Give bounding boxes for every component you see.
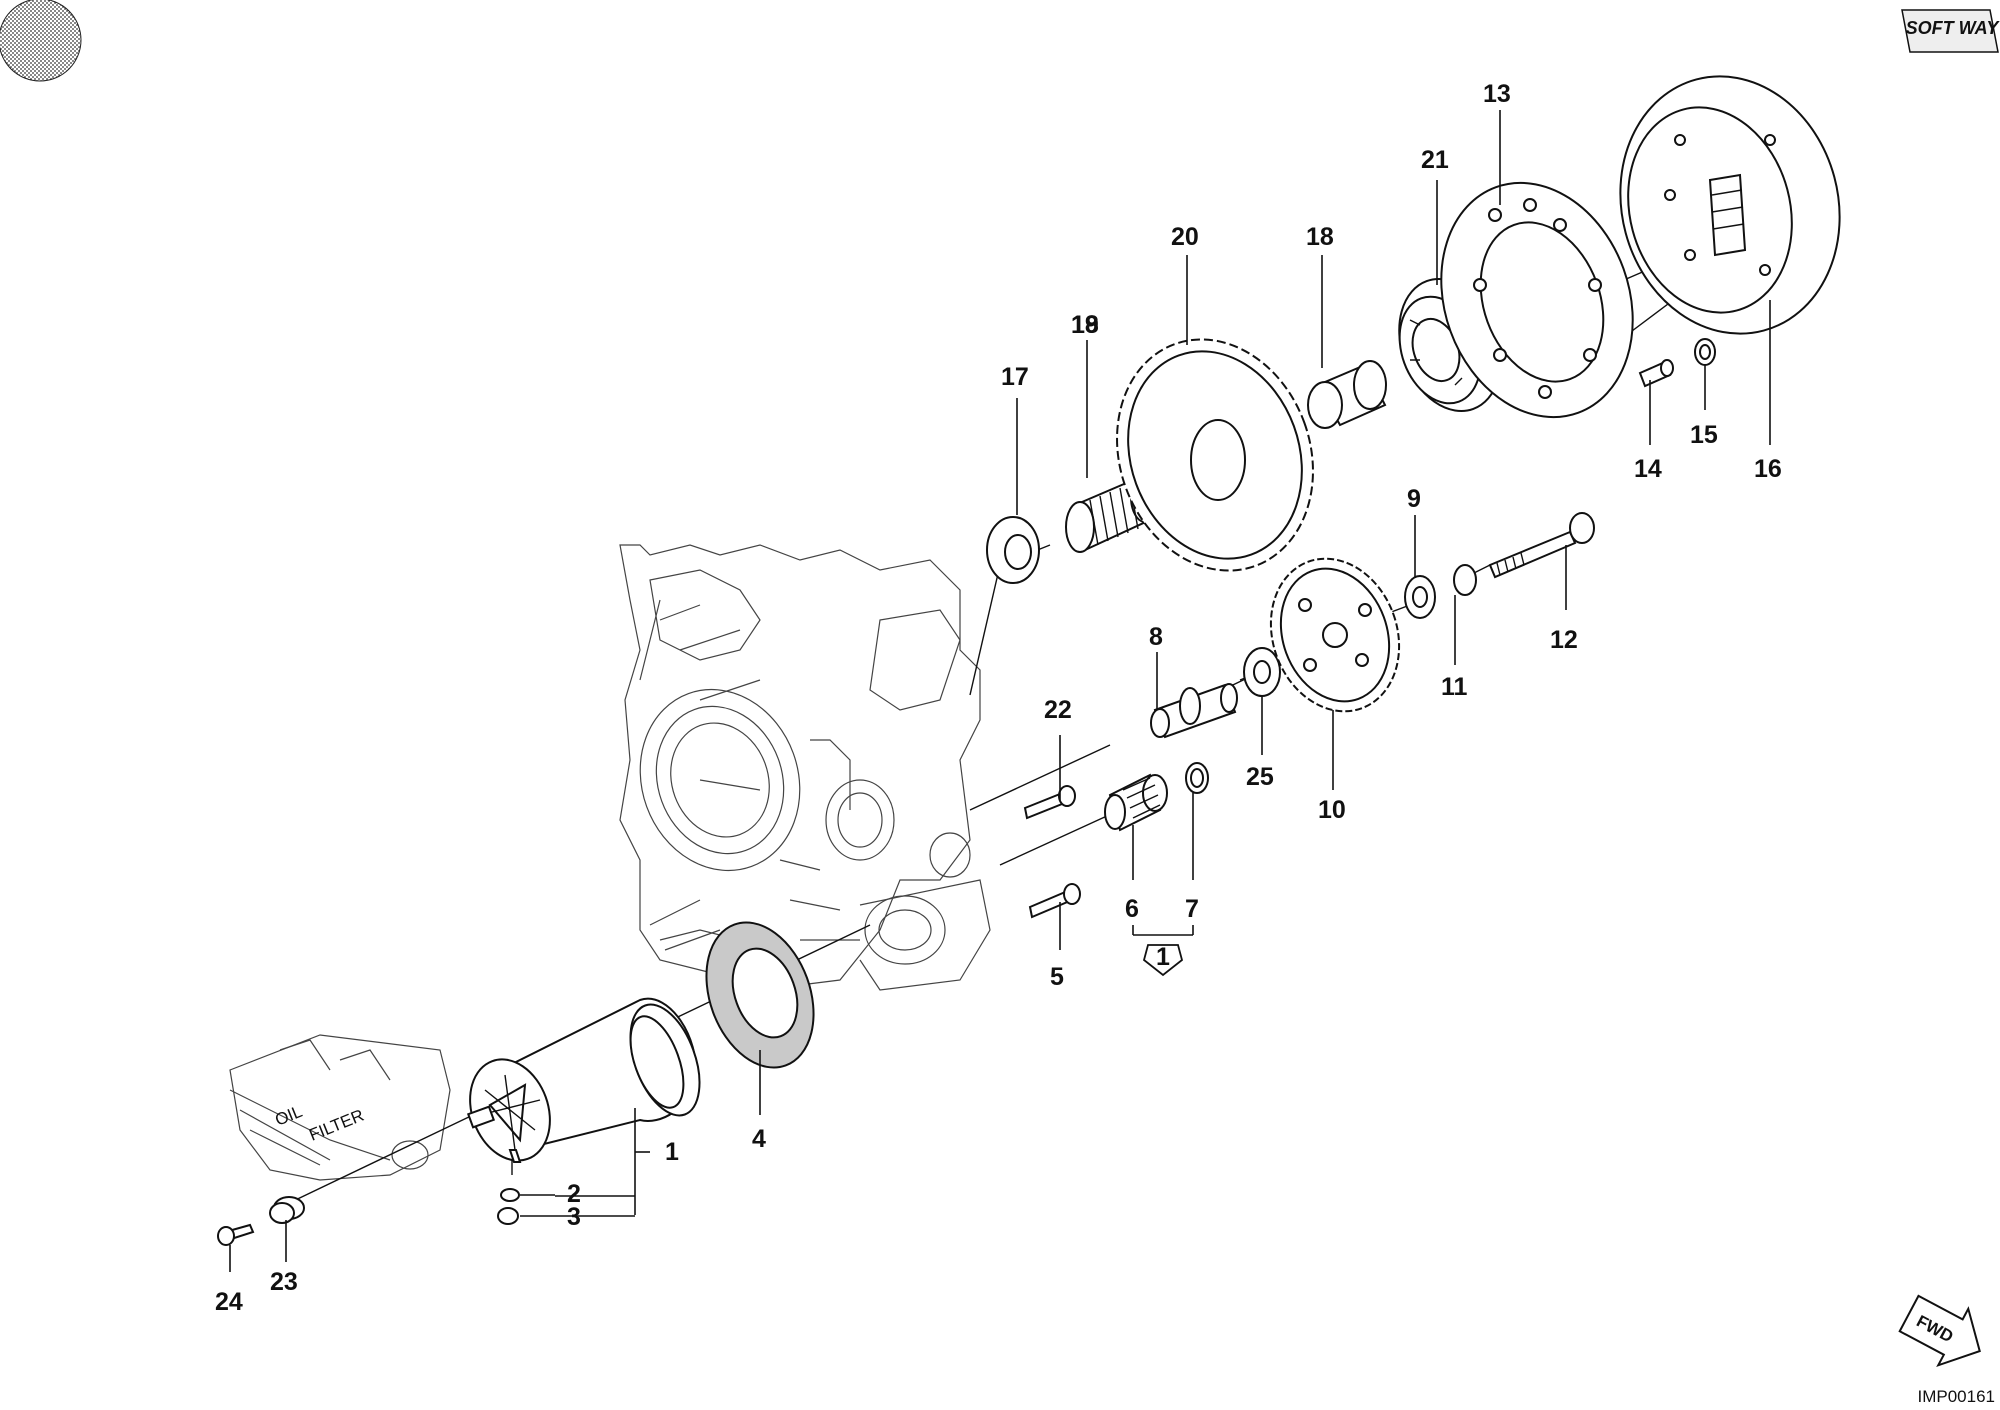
callout-2: 2 (567, 1180, 581, 1208)
callout-17: 17 (1001, 363, 1029, 391)
callout-18-label: 18 (1306, 223, 1334, 251)
callout-24: 24 (215, 1288, 243, 1316)
callout-leaders (229, 110, 1771, 1272)
image-code: IMP00161 (1918, 1387, 1996, 1406)
brand-logo: SOFT WAY (1901, 9, 2000, 53)
screws (1023, 785, 1081, 919)
dowel-and-clip (1638, 338, 1716, 388)
callout-21: 21 (1421, 146, 1449, 174)
shaft (1150, 683, 1238, 739)
rotor-16 (1619, 75, 1841, 335)
callout-8: 8 (1149, 623, 1163, 651)
callout-25: 25 (1246, 763, 1274, 791)
callout-4: 4 (752, 1125, 766, 1153)
callout-12: 12 (1550, 626, 1578, 654)
callout-14: 14 (1634, 455, 1662, 483)
callout-9: 9 (1407, 485, 1421, 513)
pinion-gear (1104, 762, 1209, 832)
callout-15: 15 (1690, 421, 1718, 449)
callout-5: 5 (1050, 963, 1064, 991)
callout-23: 23 (270, 1268, 298, 1296)
kit-reference-label: 1 (1156, 943, 1170, 971)
callout-1: 1 (665, 1138, 679, 1166)
engine-label-filter: FILTER (306, 1106, 366, 1145)
washer-25-hole (1253, 660, 1271, 684)
callout-16: 16 (1754, 455, 1782, 483)
washer-and-nut (497, 1188, 520, 1225)
callout-20: 20 (1171, 223, 1199, 251)
starter-motor (466, 997, 701, 1175)
callout-3: 3 (567, 1203, 581, 1231)
callout-6: 6 (1125, 895, 1139, 923)
bushing-18 (1307, 360, 1387, 429)
page-marker-icon (0, 0, 82, 82)
callout-11: 11 (1441, 673, 1468, 701)
callout-7: 7 (1185, 895, 1199, 923)
callout-13: 13 (1483, 80, 1511, 108)
callout-22: 22 (1044, 696, 1072, 724)
washer-17-hole (1004, 534, 1032, 570)
callout-10: 10 (1318, 796, 1346, 824)
forward-direction-badge: FWD (1898, 1294, 1981, 1368)
starter-gasket (705, 921, 815, 1069)
callout-labels: 1 2 3 4 5 6 7 8 9 10 11 12 13 14 15 16 1… (215, 80, 1782, 1316)
oil-filter-housing: OIL FILTER (229, 1034, 451, 1181)
washer-9-hole (1412, 586, 1428, 608)
starter-gear-large (1116, 338, 1314, 572)
bolt-12 (1488, 512, 1595, 579)
callout-19-label: 19 (1071, 311, 1099, 339)
intermediate-gear (1269, 557, 1401, 713)
spacer-and-screw (217, 1196, 305, 1246)
callout-18: 18 (1071, 311, 1099, 339)
brand-logo-text: SOFT WAY (1906, 18, 2000, 38)
engine-crankcase (619, 544, 991, 991)
kit-reference-badge: 1 (1142, 943, 1184, 977)
flange-13 (1440, 181, 1634, 419)
circlip-11 (1453, 564, 1477, 596)
